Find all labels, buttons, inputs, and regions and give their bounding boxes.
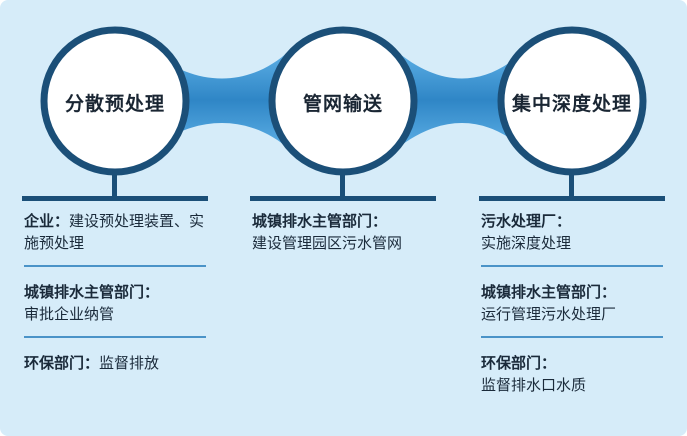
stage-circle-2 — [268, 26, 418, 176]
duty-item: 环保部门： 监督排水口水质 — [481, 352, 671, 396]
stage-circle-3 — [497, 26, 647, 176]
duty-text: 监督排水口水质 — [481, 376, 587, 394]
duty-item: 城镇排水主管部门： 审批企业纳管 — [24, 281, 214, 325]
connector-band-2 — [395, 50, 525, 150]
duty-text: 建设管理园区污水管网 — [252, 234, 403, 252]
duty-text: 运行管理污水处理厂 — [481, 305, 617, 323]
duty-text: 实施深度处理 — [481, 234, 572, 252]
stage-label-3: 集中深度处理 — [511, 93, 632, 115]
stage-label-1: 分散预处理 — [64, 93, 165, 115]
column-1: 企业：建设预处理装置、实施预处理 城镇排水主管部门： 审批企业纳管 环保部门：监督… — [24, 210, 214, 374]
separator — [24, 265, 206, 267]
duty-head: 污水处理厂： — [481, 212, 572, 230]
stage-label-2: 管网输送 — [302, 93, 383, 115]
duty-head: 环保部门： — [481, 354, 557, 372]
duty-item: 城镇排水主管部门： 运行管理污水处理厂 — [481, 281, 671, 325]
duty-text: 建设预处理装置、实施预处理 — [24, 212, 205, 252]
bar-2 — [250, 196, 436, 201]
duty-head: 环保部门： — [24, 354, 100, 372]
duty-head: 企业： — [24, 212, 70, 230]
duty-head: 城镇排水主管部门： — [481, 283, 617, 301]
duty-head: 城镇排水主管部门： — [252, 212, 388, 230]
bar-3 — [479, 196, 665, 201]
separator — [24, 336, 206, 338]
stem-3 — [569, 165, 574, 197]
bar-1 — [22, 196, 208, 201]
separator — [481, 336, 663, 338]
duty-item: 污水处理厂： 实施深度处理 — [481, 210, 671, 254]
duty-text: 监督排放 — [99, 354, 160, 372]
stage-circle-1 — [40, 26, 190, 176]
separator — [481, 265, 663, 267]
duty-item: 环保部门：监督排放 — [24, 352, 214, 374]
duty-head: 城镇排水主管部门： — [24, 283, 160, 301]
duty-item: 企业：建设预处理装置、实施预处理 — [24, 210, 214, 254]
column-2: 城镇排水主管部门： 建设管理园区污水管网 — [252, 210, 442, 254]
column-3: 污水处理厂： 实施深度处理 城镇排水主管部门： 运行管理污水处理厂 环保部门： 监督排… — [481, 210, 671, 396]
stem-1 — [112, 165, 117, 197]
stem-2 — [340, 165, 345, 197]
duty-item: 城镇排水主管部门： 建设管理园区污水管网 — [252, 210, 442, 254]
duty-text: 审批企业纳管 — [24, 305, 115, 323]
